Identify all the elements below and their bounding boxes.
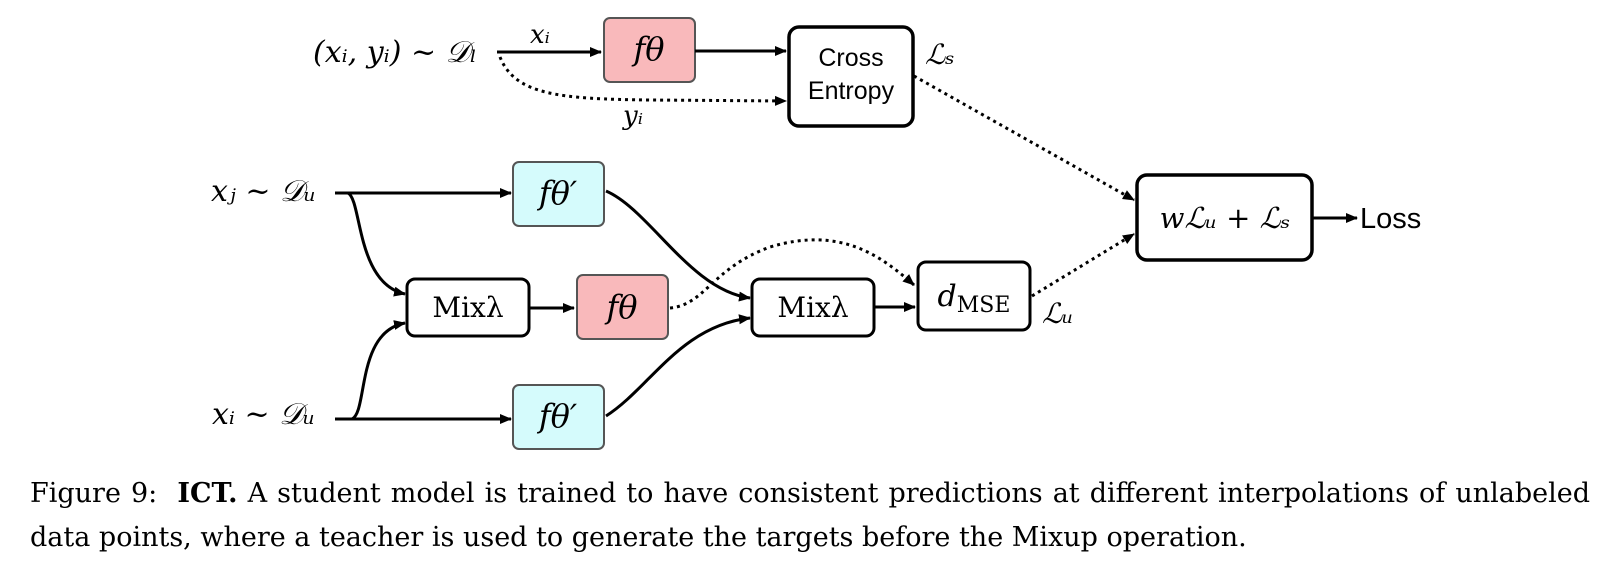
student-box-mid xyxy=(576,274,669,340)
mix-right-label: Mixλ xyxy=(777,291,848,324)
figure-caption: Figure 9: ICT. A student model is traine… xyxy=(30,472,1590,560)
edge-yi-dotted xyxy=(498,56,787,106)
mix-left-label: Mixλ xyxy=(432,291,503,324)
edge-teacher-top-to-mix xyxy=(605,189,751,302)
edge-yi-label: yᵢ xyxy=(622,101,643,131)
caption-text: A student model is trained to have consi… xyxy=(30,478,1591,553)
caption-number: Figure 9: xyxy=(30,478,158,509)
teacher-box-bottom xyxy=(512,384,605,450)
teacher-top-label: fθ′ xyxy=(537,174,578,212)
ict-diagram: (xᵢ, yᵢ) ~ 𝒟ₗ xᵢ fθ yᵢ Cross Entropy ℒₛ … xyxy=(211,17,1421,450)
dmse-box xyxy=(916,260,1032,332)
unlabeled-j-label: xⱼ ~ 𝒟ᵤ xyxy=(211,174,316,209)
total-loss-label: wℒᵤ + ℒₛ xyxy=(1160,201,1291,235)
loss-s-label: ℒₛ xyxy=(925,38,955,71)
loss-output-label: Loss xyxy=(1360,203,1421,235)
teacher-box-top xyxy=(512,161,605,227)
student-top-label: fθ xyxy=(631,30,664,68)
teacher-bottom-label: fθ′ xyxy=(537,397,578,435)
loss-u-label: ℒᵤ xyxy=(1042,297,1073,330)
dmse-d: d xyxy=(938,279,957,314)
edge-student-to-dmse xyxy=(669,238,915,310)
edge-xj-to-mix xyxy=(346,191,406,297)
labeled-source-label: (xᵢ, yᵢ) ~ 𝒟ₗ xyxy=(313,35,477,70)
edge-dmse-to-total xyxy=(1031,232,1135,298)
dmse-label: dMSE xyxy=(938,279,1011,318)
cross-entropy-box xyxy=(787,25,915,128)
student-mid-label: fθ xyxy=(604,288,637,326)
caption-title: ICT. xyxy=(177,478,238,509)
edge-ce-to-total xyxy=(913,74,1135,202)
unlabeled-i-label: xᵢ ~ 𝒟ᵤ xyxy=(212,397,315,432)
dmse-subscript: MSE xyxy=(957,293,1011,318)
edge-xi-to-mix xyxy=(351,320,406,421)
edge-teacher-bottom-to-mix xyxy=(605,314,751,418)
cross-entropy-line1: Cross xyxy=(818,44,883,72)
cross-entropy-line2: Entropy xyxy=(808,77,895,105)
edge-xi-label: xᵢ xyxy=(530,20,550,50)
